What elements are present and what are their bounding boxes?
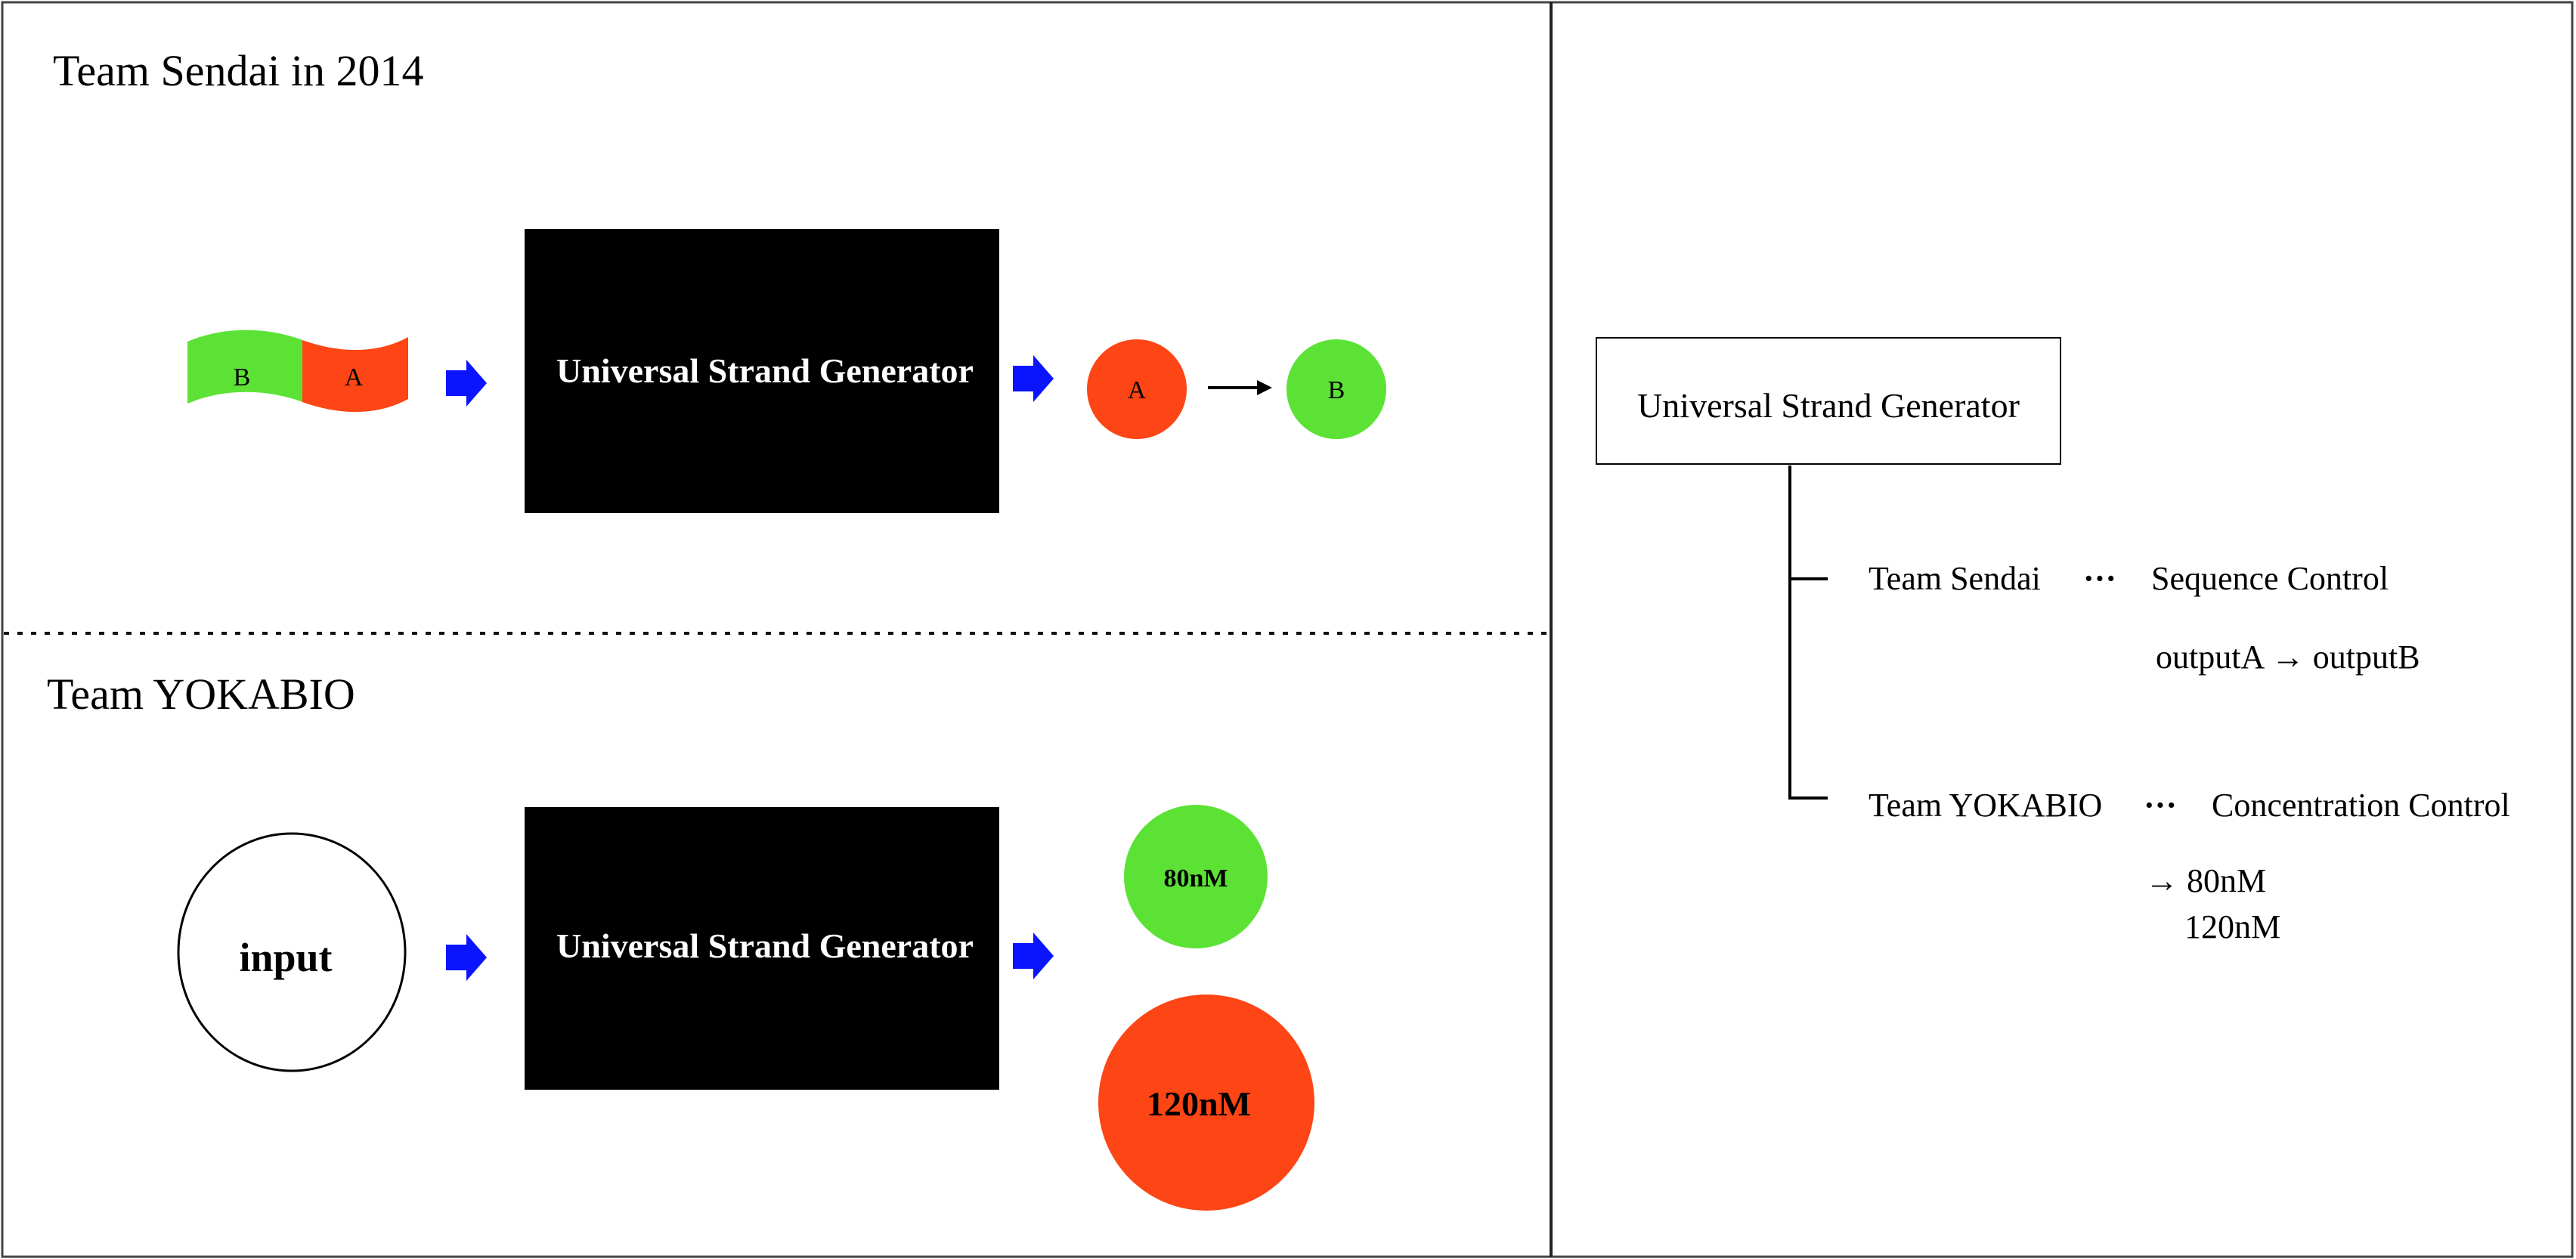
input-shape — [177, 832, 407, 1072]
output-a-circle: A — [1087, 339, 1187, 439]
generator-box-bottom-rect — [525, 807, 999, 1090]
generator-box-top-rect — [525, 229, 999, 513]
branch-yokabio-team: Team YOKABIO — [1869, 787, 2102, 824]
branch-yokabio: Team YOKABIO ··· Concentration Control →… — [1869, 787, 2510, 945]
strand-label-a: A — [345, 363, 364, 391]
output-80nm-label: 80nM — [1164, 865, 1228, 892]
branch-yokabio-detail-2: 120nM — [2184, 908, 2280, 945]
strand-segment-b — [187, 329, 302, 404]
branch-yokabio-role: Concentration Control — [2212, 787, 2510, 824]
branch-sendai-dots: ··· — [2083, 560, 2116, 597]
branch-sendai-role: Sequence Control — [2151, 560, 2389, 597]
output-b-label: B — [1328, 376, 1345, 404]
sequence-arrow — [1208, 380, 1272, 395]
sendai-title: Team Sendai in 2014 — [53, 46, 423, 95]
yokabio-title: Team YOKABIO — [47, 670, 355, 719]
input-label: input — [239, 935, 332, 980]
input-circle: input — [177, 832, 407, 1072]
branch-yokabio-detail-1: → 80nM — [2145, 862, 2266, 899]
strand-label-b: B — [234, 363, 251, 391]
tree-connectors — [1788, 466, 1828, 800]
root-node: Universal Strand Generator — [1596, 337, 2061, 465]
output-120nm-shape — [1098, 995, 1314, 1211]
branch-sendai-detail: outputA → outputB — [2156, 639, 2420, 676]
output-120nm-circle: 120nM — [1098, 995, 1314, 1211]
arrow-icon-1 — [446, 360, 487, 407]
output-120nm-label: 120nM — [1147, 1084, 1251, 1123]
arrow-icon-2 — [1013, 355, 1054, 402]
two-part-strand: B A — [187, 329, 408, 413]
output-b-circle: B — [1286, 339, 1386, 439]
arrow-icon-3 — [446, 934, 487, 981]
arrow-icon-4 — [1013, 933, 1054, 979]
strand-segment-a — [302, 337, 408, 413]
generator-label-bottom: Universal Strand Generator — [556, 926, 974, 965]
output-a-shape — [1087, 339, 1187, 439]
root-node-box — [1596, 337, 2061, 465]
output-80nm-shape — [1124, 805, 1268, 948]
branch-sendai-team: Team Sendai — [1869, 560, 2041, 597]
sequence-arrow-head — [1257, 380, 1272, 395]
generator-box-top: Universal Strand Generator — [525, 229, 999, 513]
output-b-shape — [1286, 339, 1386, 439]
output-a-label: A — [1128, 376, 1147, 404]
generator-label-top: Universal Strand Generator — [556, 351, 974, 390]
generator-box-bottom: Universal Strand Generator — [525, 807, 999, 1090]
output-80nm-circle: 80nM — [1124, 805, 1268, 948]
branch-yokabio-dots: ··· — [2144, 787, 2177, 824]
branch-sendai: Team Sendai ··· Sequence Control outputA… — [1869, 560, 2420, 676]
root-node-label: Universal Strand Generator — [1637, 386, 2020, 425]
